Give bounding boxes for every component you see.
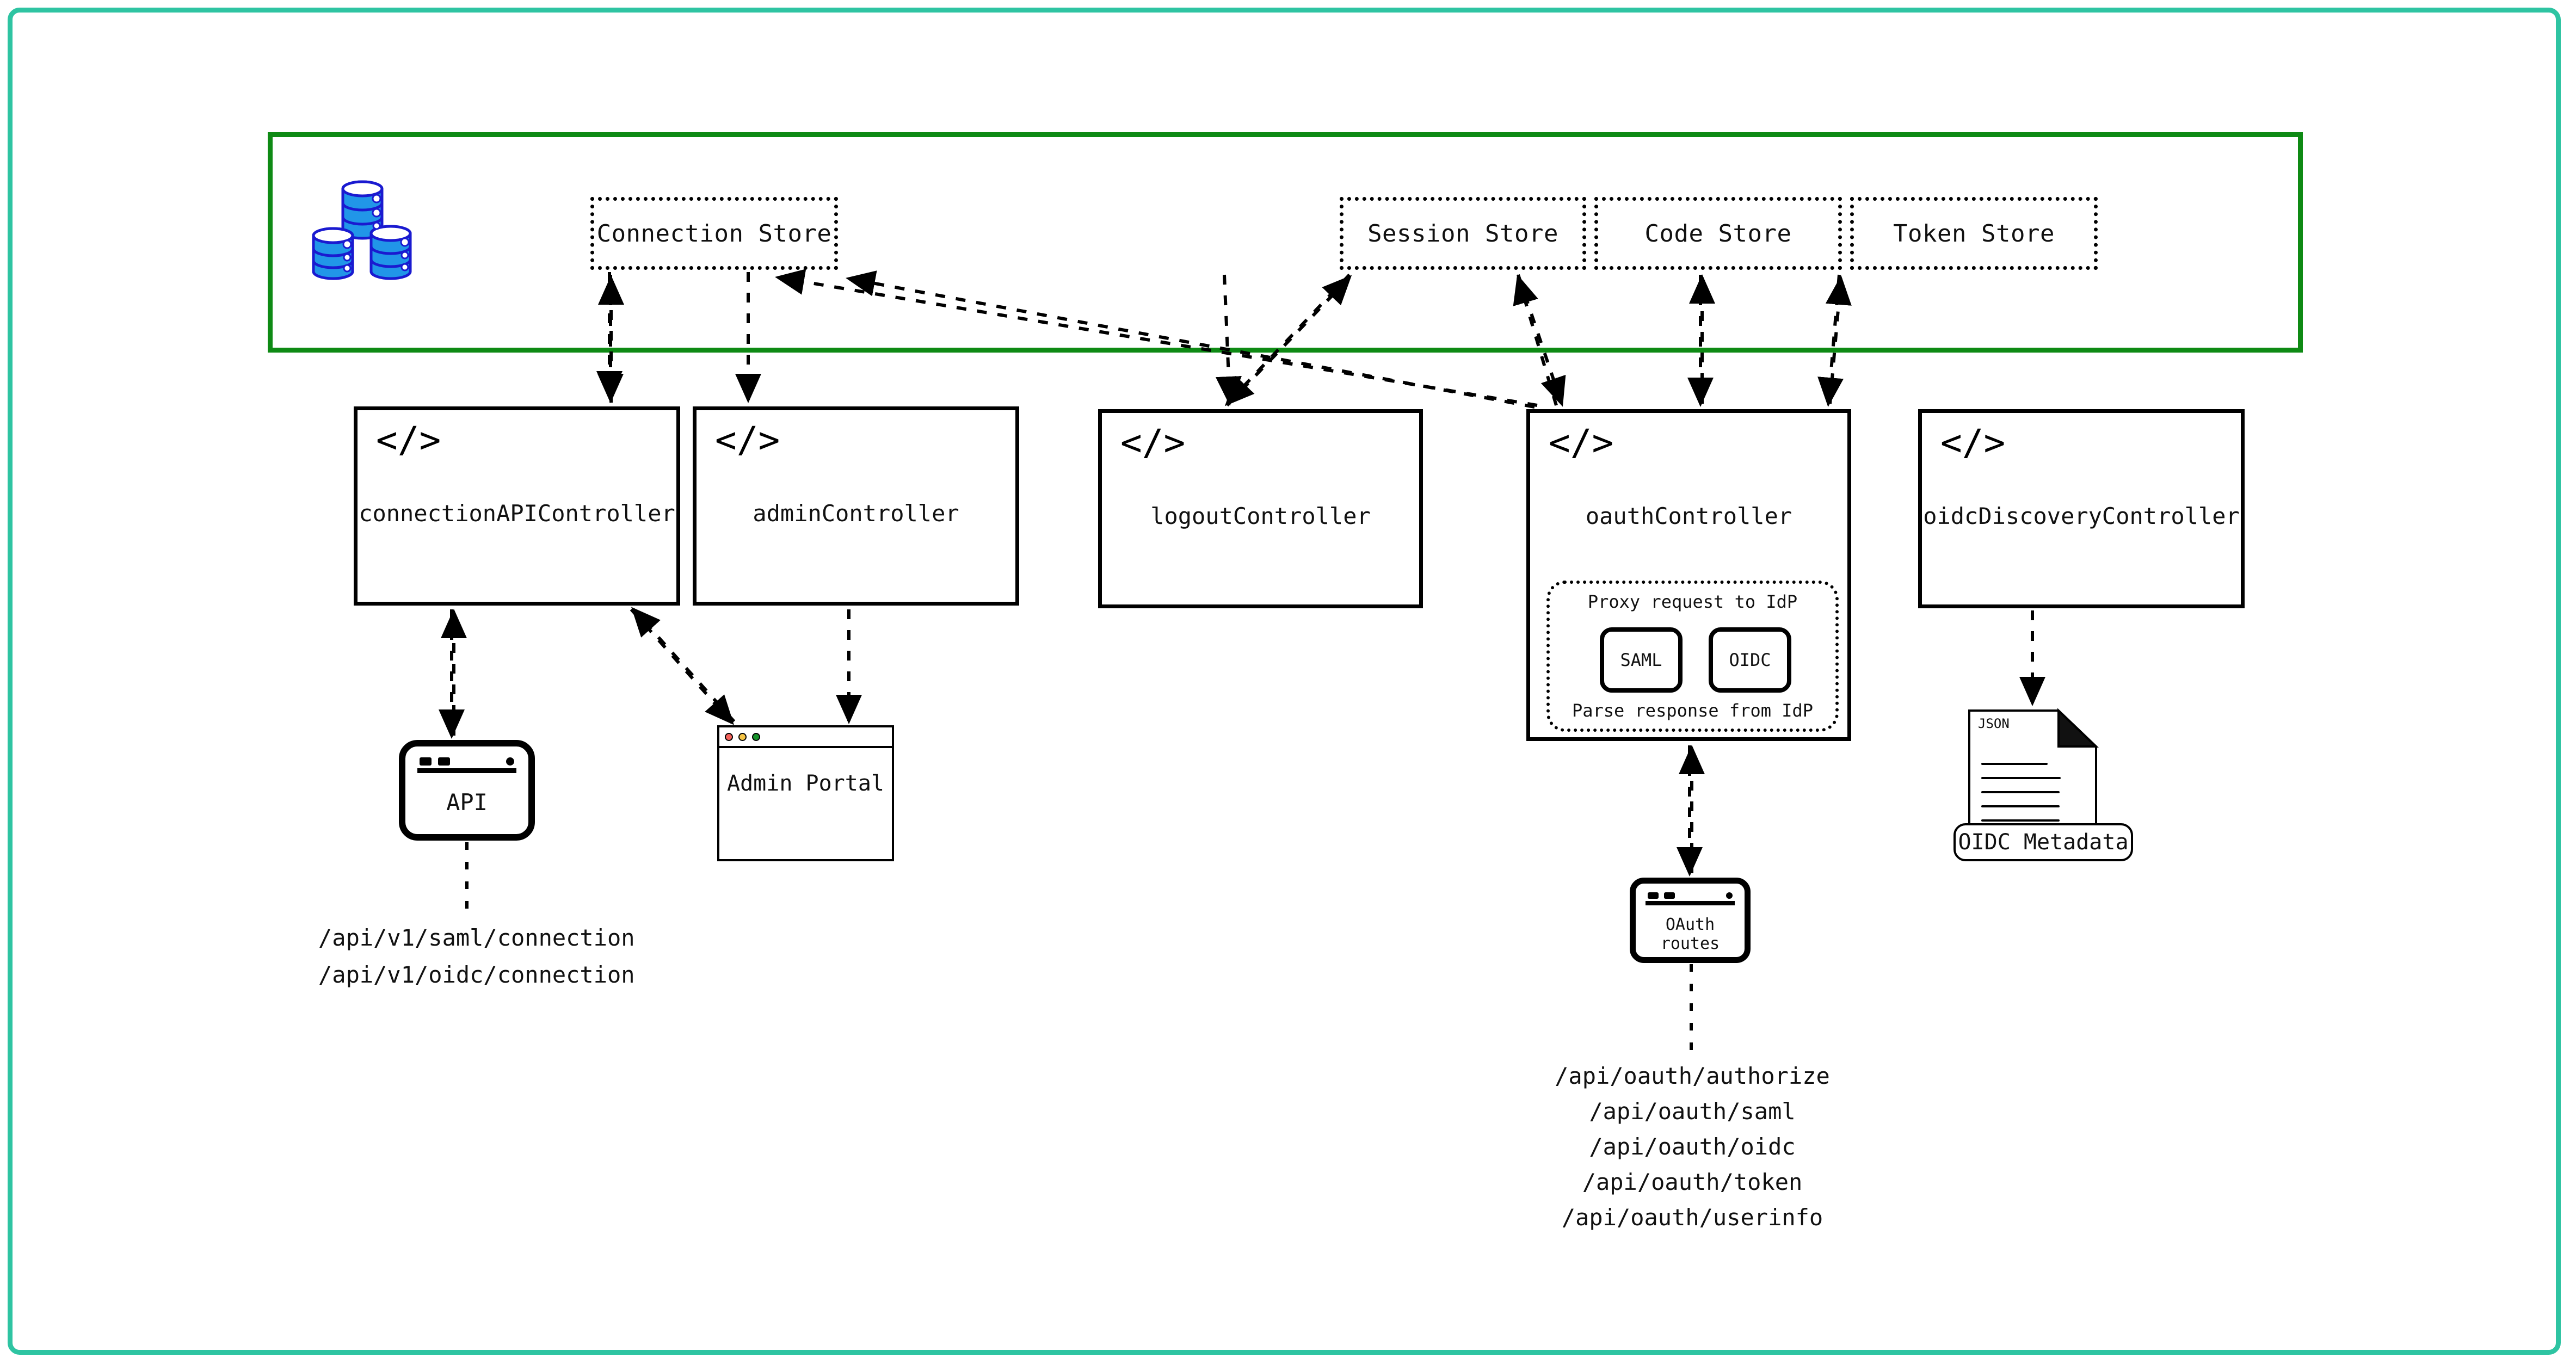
- node-oauth-routes-label: OAuth routes: [1660, 915, 1720, 953]
- controller-oauth-label: oauthController: [1585, 503, 1792, 529]
- code-icon: </>: [1940, 422, 2006, 464]
- window-bar-icon: [1646, 901, 1735, 905]
- traffic-light-red-icon: [725, 733, 733, 741]
- store-session-label: Session Store: [1367, 219, 1558, 248]
- code-icon: </>: [1549, 422, 1614, 464]
- endpoint-item: /api/oauth/saml: [1589, 1098, 1796, 1125]
- window-dot-icon: [1726, 892, 1733, 899]
- code-icon: </>: [376, 419, 441, 461]
- controller-logout-label: logoutController: [1150, 503, 1371, 529]
- traffic-light-green-icon: [752, 733, 760, 741]
- idp-chip-saml-label: SAML: [1620, 650, 1662, 670]
- store-connection-label: Connection Store: [596, 219, 832, 248]
- store-code-label: Code Store: [1644, 219, 1792, 248]
- window-dot-icon: [506, 757, 514, 766]
- controller-oauth[interactable]: </> oauthController Proxy request to IdP…: [1526, 409, 1851, 741]
- traffic-light-yellow-icon: [738, 733, 747, 741]
- node-oidc-metadata-label: OIDC Metadata: [1958, 830, 2129, 855]
- idp-chip-oidc[interactable]: OIDC: [1709, 627, 1791, 693]
- idp-parse-response-label: Parse response from IdP: [1572, 700, 1814, 721]
- store-token-label: Token Store: [1893, 219, 2055, 248]
- endpoints-oauth-list: /api/oauth/authorize /api/oauth/saml /ap…: [1502, 1058, 1883, 1235]
- window-dot-icon: [438, 757, 450, 766]
- idp-chip-oidc-label: OIDC: [1729, 650, 1771, 670]
- json-filetype-label: JSON: [1978, 716, 2010, 731]
- node-admin-portal-label: Admin Portal: [727, 771, 884, 796]
- node-oauth-routes[interactable]: OAuth routes: [1630, 878, 1751, 963]
- controller-oidc-discovery-label: oidcDiscoveryController: [1923, 503, 2240, 529]
- store-code[interactable]: Code Store: [1594, 197, 1842, 270]
- endpoint-item: /api/oauth/token: [1582, 1169, 1803, 1196]
- controller-admin[interactable]: </> adminController: [693, 406, 1019, 606]
- controller-oidc-discovery[interactable]: </> oidcDiscoveryController: [1918, 409, 2245, 608]
- endpoint-item: /api/oauth/authorize: [1555, 1063, 1830, 1089]
- controller-logout[interactable]: </> logoutController: [1098, 409, 1423, 608]
- endpoint-item: /api/oauth/oidc: [1589, 1133, 1796, 1161]
- node-api-label: API: [446, 789, 488, 816]
- store-token[interactable]: Token Store: [1850, 197, 2098, 270]
- idp-proxy-request-label: Proxy request to IdP: [1587, 591, 1798, 612]
- controller-connection-api-label: connectionAPIController: [359, 500, 675, 527]
- controller-connection-api[interactable]: </> connectionAPIController: [354, 406, 680, 606]
- node-admin-portal[interactable]: Admin Portal: [717, 725, 894, 861]
- window-dot-icon: [420, 757, 432, 766]
- diagram-outer-frame: [8, 8, 2561, 1355]
- controller-admin-label: adminController: [753, 500, 959, 527]
- endpoint-item: /api/v1/saml/connection: [318, 924, 635, 951]
- node-oidc-metadata-label-pill[interactable]: OIDC Metadata: [1953, 823, 2133, 861]
- endpoints-connection-list: /api/v1/saml/connection /api/v1/oidc/con…: [318, 919, 635, 993]
- window-dot-icon: [1664, 892, 1675, 899]
- node-api[interactable]: API: [399, 740, 535, 841]
- idp-proxy-group: Proxy request to IdP SAML OIDC Parse res…: [1546, 581, 1839, 732]
- endpoint-item: /api/v1/oidc/connection: [318, 961, 635, 989]
- database-stack-icon: [310, 177, 435, 280]
- code-icon: </>: [1120, 422, 1186, 464]
- store-session[interactable]: Session Store: [1340, 197, 1586, 270]
- code-icon: </>: [715, 419, 780, 461]
- window-bar-icon: [417, 768, 516, 773]
- endpoint-item: /api/oauth/userinfo: [1561, 1204, 1823, 1231]
- node-oidc-metadata-document[interactable]: JSON: [1966, 707, 2099, 849]
- store-connection[interactable]: Connection Store: [590, 197, 838, 270]
- browser-titlebar: [719, 727, 892, 748]
- idp-chip-saml[interactable]: SAML: [1600, 627, 1683, 693]
- window-dot-icon: [1648, 892, 1659, 899]
